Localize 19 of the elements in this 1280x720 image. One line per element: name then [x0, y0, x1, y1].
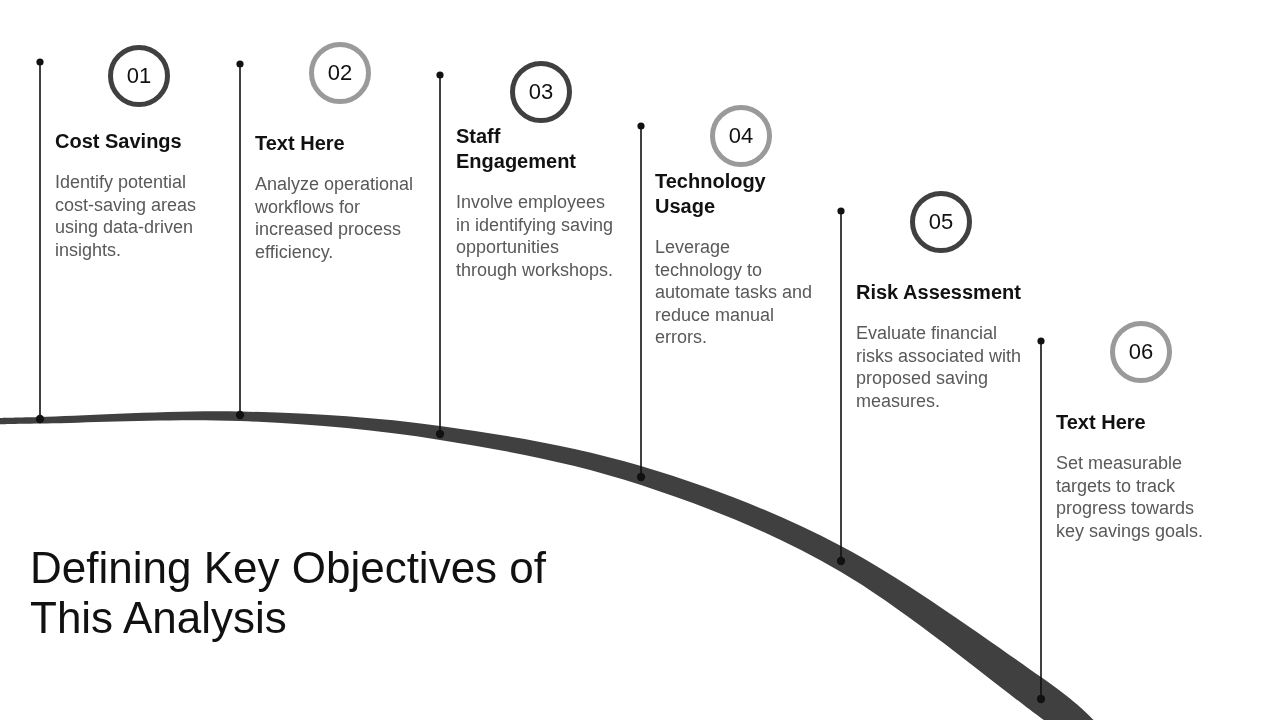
step-heading: Staff Engagement	[456, 124, 578, 174]
step-description: Involve employees in identifying saving opportunities through workshops.	[456, 191, 615, 281]
step-number: 03	[528, 81, 554, 103]
step-number: 06	[1128, 341, 1154, 363]
step-heading: Text Here	[1056, 410, 1147, 435]
step-description: Leverage technology to automate tasks and reduce manual errors.	[655, 236, 814, 349]
step-description: Identify potential cost-saving areas using data-driven insights.	[55, 171, 198, 261]
step-description: Evaluate financial risks associated with proposed saving measures.	[856, 322, 1023, 412]
step-heading: Risk Assessment	[856, 280, 1022, 305]
step-heading: Technology Usage	[655, 169, 767, 219]
step-number: 04	[728, 125, 754, 147]
step-number: 01	[126, 65, 152, 87]
step-number: 02	[327, 62, 353, 84]
step-heading: Text Here	[255, 131, 346, 156]
step-description: Set measurable targets to track progress towards key savings goals.	[1056, 452, 1205, 542]
step-description: Analyze operational workflows for increased process efficiency.	[255, 173, 415, 263]
step-number: 05	[928, 211, 954, 233]
slide-title: Defining Key Objectives of This Analysis	[30, 543, 548, 643]
step-heading: Cost Savings	[55, 129, 183, 154]
